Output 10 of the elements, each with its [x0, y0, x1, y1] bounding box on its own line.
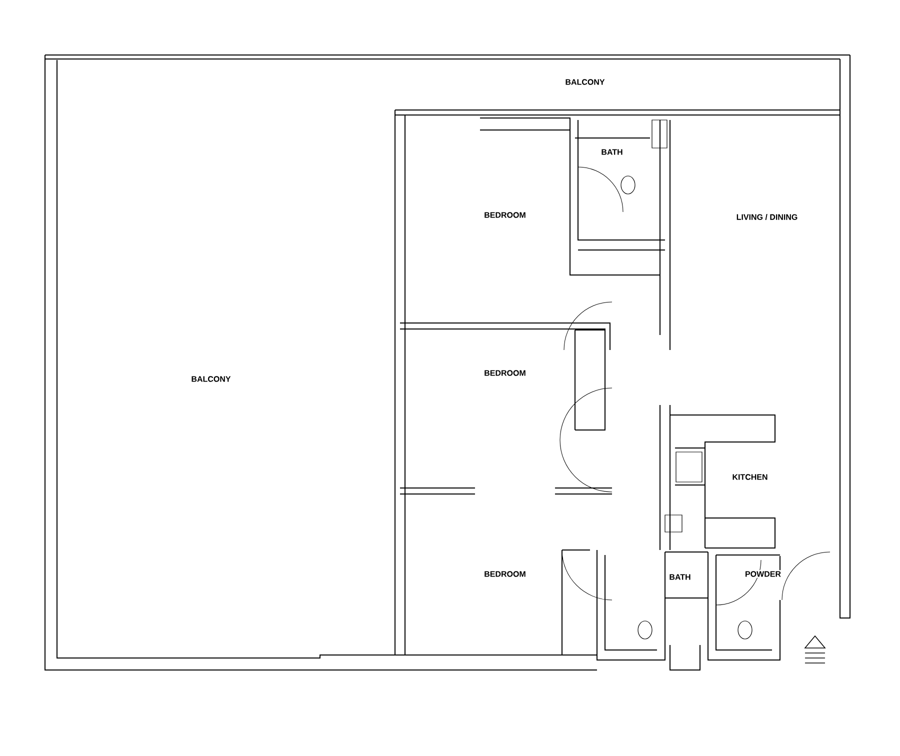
room-label: BEDROOM	[483, 369, 527, 377]
room-label: BEDROOM	[483, 211, 527, 219]
room-label: POWDER	[744, 570, 782, 578]
room-label: BALCONY	[564, 78, 606, 86]
room-label: BATH	[668, 573, 692, 581]
room-label: BALCONY	[190, 375, 232, 383]
room-label: BEDROOM	[483, 570, 527, 578]
room-label: KITCHEN	[731, 473, 769, 481]
room-label: BATH	[600, 148, 624, 156]
room-label: LIVING / DINING	[735, 213, 799, 221]
